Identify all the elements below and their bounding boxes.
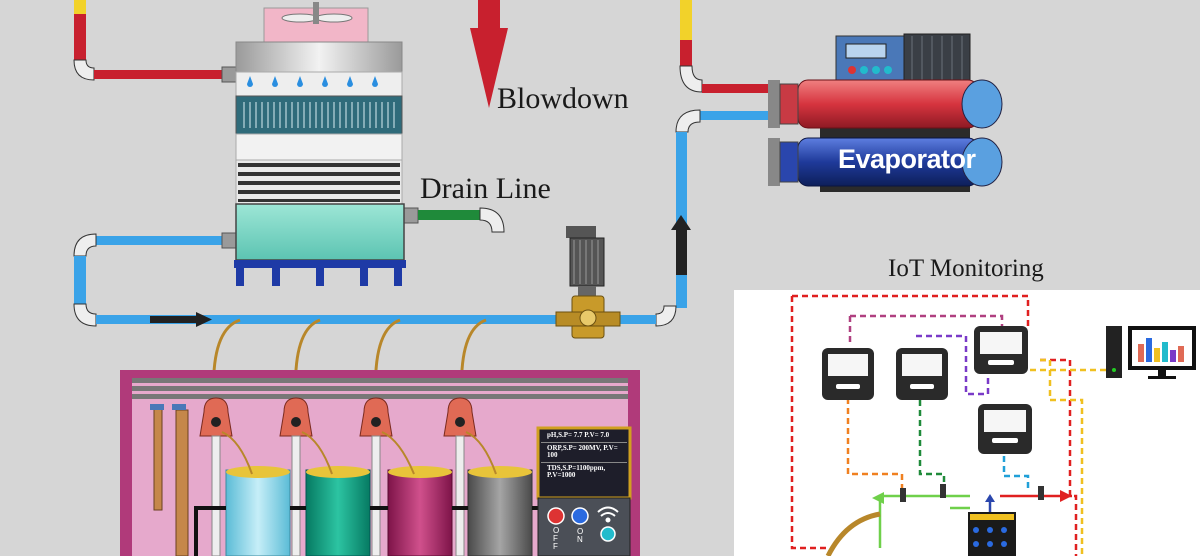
iot-monitoring-label: IoT Monitoring bbox=[888, 255, 1044, 282]
blowdown-arrow-icon bbox=[470, 0, 508, 108]
on-button-label: ON bbox=[577, 527, 584, 544]
controller-icon bbox=[974, 326, 1028, 374]
cooling-fan-icon bbox=[281, 2, 353, 24]
wifi-icon bbox=[597, 506, 619, 523]
cold-pipe-bottom-loop bbox=[73, 232, 656, 327]
drain-line-label: Drain Line bbox=[420, 172, 551, 205]
pump-icon bbox=[555, 226, 621, 339]
blowdown-label: Blowdown bbox=[497, 82, 629, 115]
controller-icon bbox=[978, 404, 1032, 454]
flow-arrow-icon bbox=[196, 312, 212, 327]
evaporator-label: Evaporator bbox=[838, 144, 976, 174]
controller-icon bbox=[822, 348, 874, 400]
hot-pipe-right bbox=[679, 0, 768, 93]
controller-display: pH,S.P= 7.7 P.V= 7.0 ORP,S.P= 200MV, P.V… bbox=[541, 430, 627, 496]
iot-monitoring-panel bbox=[734, 290, 1200, 556]
hot-return-pipe-left bbox=[73, 0, 237, 83]
drain-pipe bbox=[403, 207, 505, 233]
cooling-tower bbox=[234, 2, 406, 286]
dosing-cabinet bbox=[120, 370, 640, 556]
cold-pipe-right bbox=[655, 109, 768, 327]
controller-icon bbox=[896, 348, 948, 400]
ph-readout: pH,S.P= 7.7 P.V= 7.0 bbox=[541, 430, 627, 443]
tds-readout: TDS,S.P=1100ppm, P.V=1000 bbox=[547, 464, 606, 479]
computer-monitor-icon bbox=[1106, 326, 1196, 379]
chiller-unit bbox=[768, 33, 1003, 192]
off-button-label: OFF bbox=[553, 526, 560, 551]
orp-readout: ORP,S.P= 200MV, P.V= 100 bbox=[541, 443, 627, 463]
